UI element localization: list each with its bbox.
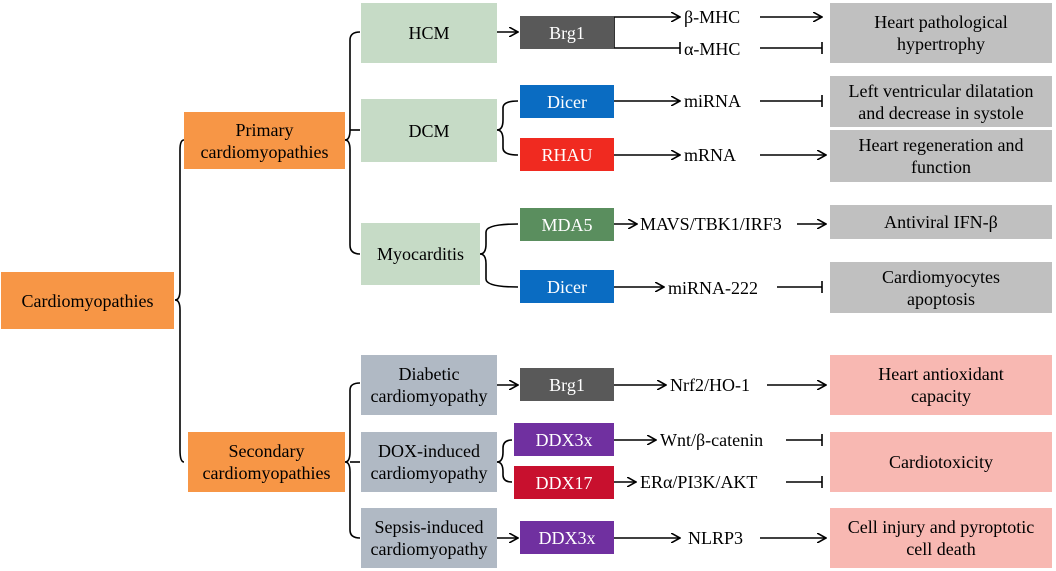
category-secondary: Secondary cardiomyopathies — [188, 432, 345, 492]
helicase-rhau: RHAU — [520, 138, 614, 171]
target-era-pi3k-akt: ERα/PI3K/AKT — [640, 472, 758, 492]
helicase-ddx17: DDX17 — [514, 466, 614, 499]
outcome-cardiotoxicity: Cardiotoxicity — [830, 432, 1052, 492]
category-primary: Primary cardiomyopathies — [184, 112, 345, 169]
helicase-brg1-hcm: Brg1 — [520, 16, 614, 49]
outcome-hypertrophy: Heart pathological hypertrophy — [830, 3, 1052, 63]
target-mirna-222: miRNA-222 — [668, 278, 758, 298]
target-nrf2-ho1: Nrf2/HO-1 — [670, 375, 750, 395]
disease-hcm: HCM — [361, 3, 497, 63]
target-mirna: miRNA — [684, 91, 742, 111]
outcome-antiviral: Antiviral IFN-β — [830, 205, 1052, 239]
disease-dcm: DCM — [361, 99, 497, 162]
outcome-lv-dilatation: Left ventricular dilatation and decrease… — [830, 76, 1052, 127]
outcome-regeneration: Heart regeneration and function — [830, 130, 1052, 182]
helicase-dicer-myocarditis: Dicer — [520, 270, 614, 303]
target-beta-mhc: β-MHC — [684, 7, 741, 27]
helicase-ddx3x-sepsis: DDX3x — [520, 521, 614, 554]
helicase-brg1-diabetic: Brg1 — [520, 368, 614, 401]
root-node-cardiomyopathies: Cardiomyopathies — [1, 272, 174, 329]
disease-diabetic: Diabetic cardiomyopathy — [361, 355, 497, 415]
disease-dox: DOX-induced cardiomyopathy — [361, 432, 497, 492]
outcome-pyroptosis: Cell injury and pyroptotic cell death — [830, 508, 1052, 568]
disease-myocarditis: Myocarditis — [361, 223, 480, 285]
outcome-apoptosis: Cardiomyocytes apoptosis — [830, 262, 1052, 313]
target-mavs-tbk1-irf3: MAVS/TBK1/IRF3 — [640, 214, 782, 234]
outcome-antioxidant: Heart antioxidant capacity — [830, 355, 1052, 415]
target-alpha-mhc: α-MHC — [684, 39, 741, 59]
disease-sepsis: Sepsis-induced cardiomyopathy — [361, 508, 497, 568]
target-wnt-beta-catenin: Wnt/β-catenin — [660, 430, 764, 450]
target-mrna: mRNA — [684, 145, 737, 165]
helicase-ddx3x-dox: DDX3x — [514, 423, 614, 456]
helicase-mda5: MDA5 — [520, 208, 614, 241]
target-nlrp3: NLRP3 — [688, 528, 744, 548]
helicase-dicer-dcm: Dicer — [520, 85, 614, 118]
